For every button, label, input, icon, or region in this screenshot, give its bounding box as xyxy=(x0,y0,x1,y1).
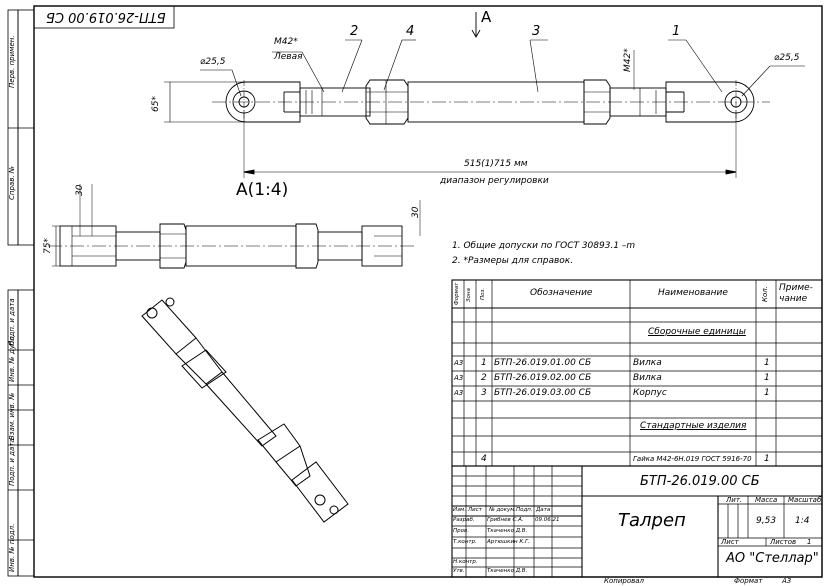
diameter-right: ⌀25,5 xyxy=(774,53,800,63)
spec-row-name: Вилка xyxy=(633,358,662,368)
change-header: Подп. xyxy=(516,507,533,513)
view-a-dim-right: 30 xyxy=(411,206,421,218)
role-label: Разраб. xyxy=(453,517,475,523)
spec-std-pos: 4 xyxy=(481,454,487,464)
spec-row-format: А3 xyxy=(454,374,464,382)
spec-row-format: А3 xyxy=(454,389,464,397)
spec-header-name: Наименование xyxy=(658,288,728,298)
lit-label: Лит. xyxy=(726,496,743,504)
copied-label: Копировал xyxy=(604,577,644,585)
change-header: Дата xyxy=(536,507,551,513)
thread-left-note: Левая xyxy=(274,52,303,62)
note-1: 1. Общие допуски по ГОСТ 30893.1 –m xyxy=(452,241,636,251)
scale-value: 1:4 xyxy=(795,516,810,526)
margin-label: Взам. инв. № xyxy=(8,392,16,440)
length-value: 515(1)715 мм xyxy=(464,159,528,169)
spec-row-designation: БТП-26.019.02.00 СБ xyxy=(494,373,592,383)
mass-label: Масса xyxy=(755,496,778,504)
change-header: № докум. xyxy=(489,507,517,513)
callout-1: 1 xyxy=(672,24,681,39)
title-block-lines xyxy=(451,465,823,578)
spec-header-qty: Кол. xyxy=(761,286,769,302)
spec-row-pos: 1 xyxy=(481,358,487,368)
role-date: 09.06.21 xyxy=(535,517,560,523)
note-2: 2. *Размеры для справок. xyxy=(452,256,574,266)
role-label: Н.контр. xyxy=(453,559,478,565)
spec-header-format: Формат xyxy=(454,282,460,305)
scale-label: Масштаб xyxy=(788,496,822,504)
spec-row-name: Корпус xyxy=(633,388,667,398)
change-header: Изм. xyxy=(453,507,466,513)
rotated-stamp: БТП-26.019.00 СБ xyxy=(46,9,166,24)
view-a-label: А(1:4) xyxy=(236,180,289,200)
margin-label: Инв. № дубл. xyxy=(8,334,16,382)
doc-number: БТП-26.019.00 СБ xyxy=(640,474,760,489)
margin-label: Подп. и дата xyxy=(8,438,16,486)
spec-row-format: А3 xyxy=(454,359,464,367)
spec-row-qty: 1 xyxy=(764,388,770,398)
sheets-label: Листов xyxy=(770,538,797,546)
role-label: Утв. xyxy=(453,568,465,574)
thread-right: М42* xyxy=(623,48,633,72)
change-header: Лист xyxy=(468,507,482,513)
thread-left: М42* xyxy=(274,37,298,47)
organization: АО "Стеллар" xyxy=(726,551,819,566)
view-a-dim-left: 30 xyxy=(75,184,85,196)
view-a-dim-height: 75* xyxy=(43,238,53,254)
role-label: Т.контр. xyxy=(453,539,477,545)
sheets-value: 1 xyxy=(807,538,812,546)
view-arrow-a xyxy=(471,12,481,38)
margin-label: Инв. № подл. xyxy=(8,523,16,572)
format-label: Формат xyxy=(734,577,763,585)
callout-2: 2 xyxy=(350,24,359,39)
spec-header-zone: Зона xyxy=(466,288,472,302)
length-note: диапазон регулировки xyxy=(440,176,549,186)
spec-row-designation: БТП-26.019.01.00 СБ xyxy=(494,358,592,368)
role-name: Ткаченко Д.В. xyxy=(487,528,528,534)
sheet-label: Лист xyxy=(721,538,739,546)
callout-4: 4 xyxy=(406,24,415,39)
dim-height: 65* xyxy=(151,96,161,112)
spec-section-standard: Стандартные изделия xyxy=(640,421,747,431)
role-name: Ткаченко Д.В. xyxy=(487,568,528,574)
spec-header-pos: Поз. xyxy=(480,287,486,300)
spec-std-name: Гайка М42-6Н.019 ГОСТ 5916-70 xyxy=(633,455,752,463)
diameter-left: ⌀25,5 xyxy=(200,57,226,67)
spec-section-assembly: Сборочные единицы xyxy=(648,327,746,337)
spec-row-qty: 1 xyxy=(764,373,770,383)
role-label: Пров. xyxy=(453,528,469,534)
view-a xyxy=(48,184,421,269)
spec-row-designation: БТП-26.019.03.00 СБ xyxy=(494,388,592,398)
margin-label: Перв. примен. xyxy=(8,35,16,88)
margin-label: Справ. № xyxy=(8,165,16,200)
mass-value: 9,53 xyxy=(756,516,777,526)
spec-std-qty: 1 xyxy=(764,454,770,464)
spec-row-pos: 2 xyxy=(481,373,487,383)
spec-header-remark: Приме-чание xyxy=(779,283,813,304)
spec-header-designation: Обозначение xyxy=(530,288,593,298)
view-arrow-label: А xyxy=(481,8,492,26)
role-name: Грибнев С.А. xyxy=(487,517,524,523)
spec-row-qty: 1 xyxy=(764,358,770,368)
role-name: Артюшкин К.Г. xyxy=(487,539,530,545)
format-value: А3 xyxy=(782,577,792,585)
spec-row-name: Вилка xyxy=(633,373,662,383)
spec-row-pos: 3 xyxy=(481,388,487,398)
callout-3: 3 xyxy=(532,24,541,39)
drawing-title: Талреп xyxy=(618,510,686,531)
main-view xyxy=(164,39,805,178)
isometric-view xyxy=(141,297,349,523)
